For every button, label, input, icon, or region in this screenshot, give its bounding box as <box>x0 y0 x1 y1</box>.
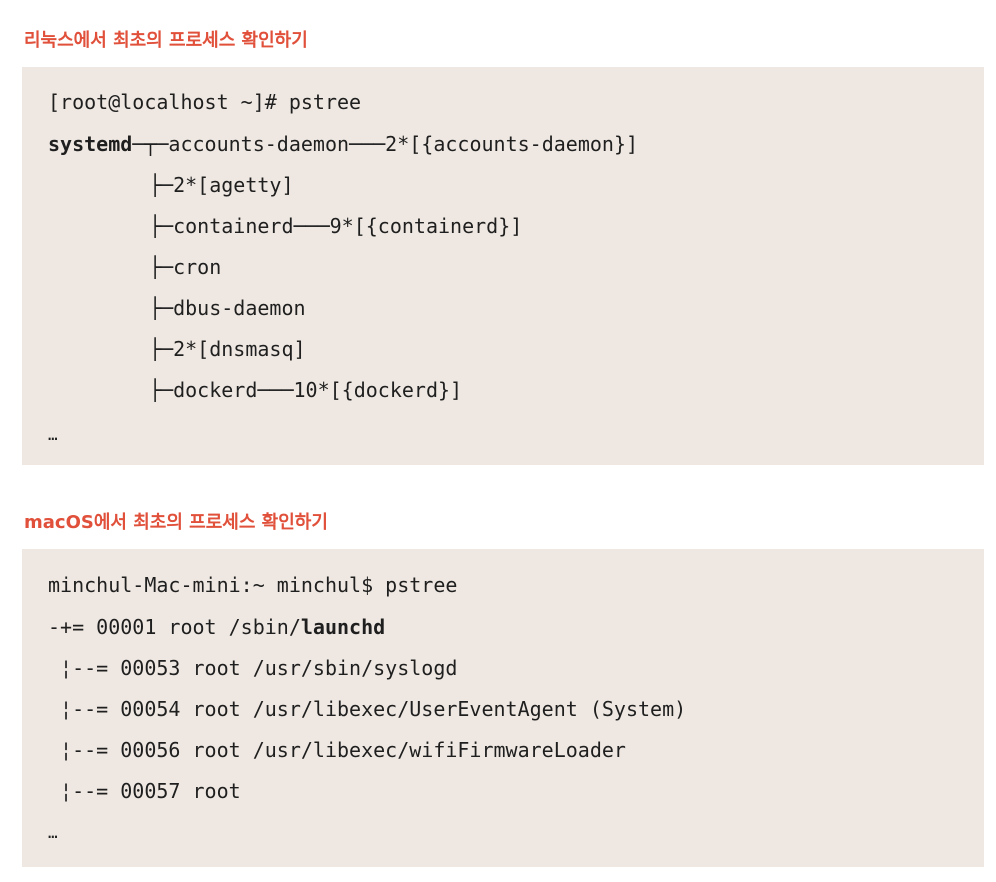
macos-ellipsis: … <box>48 823 58 842</box>
process-root-prefix: -+= 00001 root /sbin/ <box>48 615 301 639</box>
macos-command-line: minchul-Mac-mini:~ minchul$ pstree <box>48 573 458 597</box>
linux-ellipsis: … <box>48 425 58 444</box>
tree-root-connector: ─┬─ <box>132 132 169 156</box>
tree-branch-dnsmasq: ├─2*[dnsmasq] <box>149 337 306 361</box>
process-row-usereventagent: ¦--= 00054 root /usr/libexec/UserEventAg… <box>48 697 687 721</box>
process-root-name: launchd <box>300 615 386 639</box>
tree-root-process: systemd <box>48 132 133 156</box>
tree-root-line: systemd─┬─accounts-daemon───2*[{accounts… <box>48 132 638 156</box>
tree-branch-agetty: ├─2*[agetty] <box>149 173 294 197</box>
linux-code-block: [root@localhost ~]# pstree systemd─┬─acc… <box>22 67 984 465</box>
macos-code-block: minchul-Mac-mini:~ minchul$ pstree -+= 0… <box>22 549 984 867</box>
linux-command-line: [root@localhost ~]# pstree <box>48 90 362 114</box>
macos-section-heading: macOS에서 최초의 프로세스 확인하기 <box>24 512 328 533</box>
tree-branch-dbus-daemon: ├─dbus-daemon <box>149 296 306 320</box>
process-root-line: -+= 00001 root /sbin/launchd <box>48 615 385 639</box>
linux-section-heading: 리눅스에서 최초의 프로세스 확인하기 <box>24 30 308 51</box>
process-row-wififirmwareloader: ¦--= 00056 root /usr/libexec/wifiFirmwar… <box>48 738 626 762</box>
tree-branch-containerd: ├─containerd───9*[{containerd}] <box>149 214 523 238</box>
tree-branch-cron: ├─cron <box>149 255 222 279</box>
process-row-syslogd: ¦--= 00053 root /usr/sbin/syslogd <box>48 656 458 680</box>
tree-root-child: accounts-daemon───2*[{accounts-daemon}] <box>168 132 639 156</box>
tree-branch-dockerd: ├─dockerd───10*[{dockerd}] <box>149 378 463 402</box>
process-row-root: ¦--= 00057 root <box>48 779 241 803</box>
